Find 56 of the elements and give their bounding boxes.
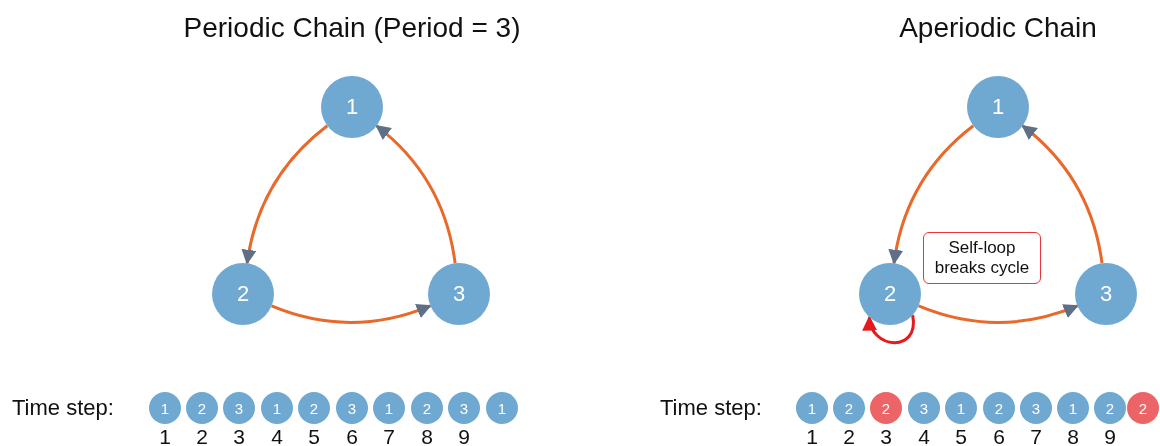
state-marker: 1	[486, 392, 518, 424]
step-number: 9	[458, 425, 470, 446]
state-marker: 3	[336, 392, 368, 424]
state-marker: 1	[149, 392, 181, 424]
panel-title: Aperiodic Chain	[899, 12, 1097, 44]
step-number: 3	[233, 425, 245, 446]
annotation-box: Self-loop breaks cycle	[923, 232, 1041, 284]
transition-arrow	[1021, 124, 1104, 264]
axis-label: Time step:	[660, 395, 762, 421]
step-number: 7	[1030, 425, 1042, 446]
transition-arrow	[888, 124, 975, 265]
transition-arrow	[918, 303, 1079, 324]
step-number: 3	[880, 425, 892, 446]
state-circle: 1	[321, 76, 383, 138]
state-marker: 2	[1094, 392, 1126, 424]
axis-label: Time step:	[12, 395, 114, 421]
state-marker: 2	[833, 392, 865, 424]
step-number: 1	[159, 425, 171, 446]
step-number: 1	[806, 425, 818, 446]
state-marker: 1	[261, 392, 293, 424]
transition-arrow	[375, 124, 457, 264]
state-circle: 3	[428, 263, 490, 325]
state-marker: 1	[373, 392, 405, 424]
self-loop-arrow	[863, 315, 915, 344]
state-marker: 1	[796, 392, 828, 424]
step-number: 7	[383, 425, 395, 446]
step-number: 2	[196, 425, 208, 446]
step-number: 6	[346, 425, 358, 446]
state-marker: 1	[945, 392, 977, 424]
step-number: 8	[1067, 425, 1079, 446]
state-marker: 2	[870, 392, 902, 424]
state-marker: 2	[1127, 392, 1159, 424]
transition-arrow	[241, 124, 329, 265]
state-marker: 3	[908, 392, 940, 424]
step-number: 5	[308, 425, 320, 446]
state-circle: 3	[1075, 263, 1137, 325]
state-marker: 1	[1057, 392, 1089, 424]
step-number: 8	[421, 425, 433, 446]
state-marker: 2	[298, 392, 330, 424]
state-marker: 3	[448, 392, 480, 424]
step-number: 2	[843, 425, 855, 446]
panel-title: Periodic Chain (Period = 3)	[183, 12, 521, 44]
state-circle: 1	[967, 76, 1029, 138]
state-marker: 3	[223, 392, 255, 424]
step-number: 9	[1104, 425, 1116, 446]
state-marker: 3	[1020, 392, 1052, 424]
step-number: 4	[918, 425, 930, 446]
state-marker: 2	[411, 392, 443, 424]
state-circle: 2	[212, 263, 274, 325]
step-number: 4	[271, 425, 283, 446]
step-number: 6	[993, 425, 1005, 446]
state-marker: 2	[983, 392, 1015, 424]
transition-arrow	[271, 303, 432, 324]
step-number: 5	[955, 425, 967, 446]
state-marker: 2	[186, 392, 218, 424]
state-circle: 2	[859, 263, 921, 325]
